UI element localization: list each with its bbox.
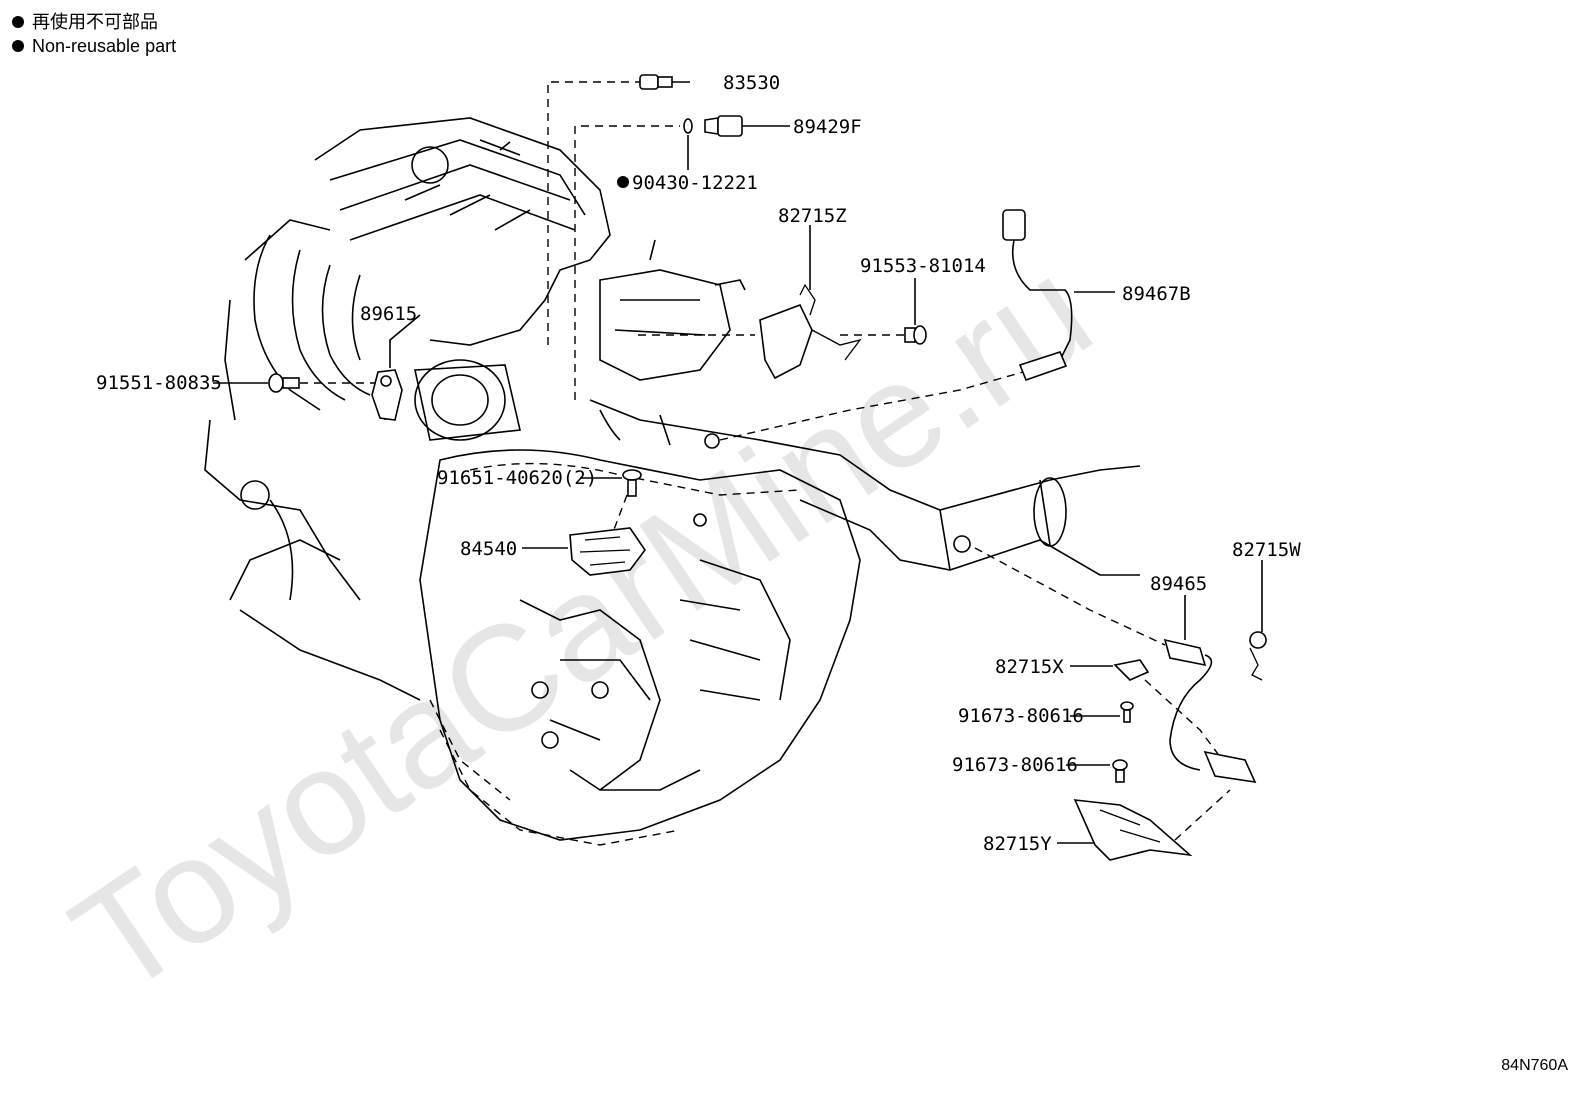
label-91673-80616-lower: 91673-80616 (952, 754, 1078, 776)
legend: 再使用不可部品 Non-reusable part (12, 10, 176, 58)
label-84540: 84540 (460, 538, 517, 560)
label-82715w: 82715W (1232, 539, 1301, 561)
bolt-91651-part[interactable] (580, 469, 642, 497)
legend-row-japanese: 再使用不可部品 (12, 10, 176, 34)
clamp-82715w-part[interactable] (1249, 560, 1267, 681)
label-82715z: 82715Z (778, 205, 847, 227)
label-89429f: 89429F (793, 116, 862, 138)
temperature-sensor-part[interactable] (683, 115, 790, 170)
watermark: ToyotaCarMine.ru (44, 225, 1119, 1026)
bolt-91673-lower-part[interactable] (1066, 759, 1128, 783)
non-reusable-marker-icon (617, 176, 629, 188)
label-83530: 83530 (723, 72, 780, 94)
bolt-91553-part[interactable] (904, 278, 927, 345)
bolt-91551-part[interactable] (213, 373, 300, 393)
oxygen-sensor-part[interactable] (1163, 595, 1257, 784)
label-91673-80616-upper: 91673-80616 (958, 705, 1084, 727)
legend-text-english: Non-reusable part (32, 36, 177, 56)
bracket-82715y-part[interactable] (1057, 799, 1193, 861)
label-91551-80835: 91551-80835 (96, 372, 222, 394)
label-89615: 89615 (360, 303, 417, 325)
legend-text-japanese: 再使用不可部品 (32, 12, 158, 32)
oil-pressure-switch-part[interactable] (639, 74, 690, 90)
non-reusable-dot-icon (12, 16, 24, 28)
label-82715y: 82715Y (983, 833, 1052, 855)
label-82715x: 82715X (995, 656, 1064, 678)
diagram-code: 84N760A (1501, 1057, 1568, 1074)
neutral-start-switch-part[interactable] (522, 527, 646, 576)
label-89467b: 89467B (1122, 283, 1191, 305)
legend-row-english: Non-reusable part (12, 34, 176, 58)
label-90430-12221: 90430-12221 (632, 172, 758, 194)
label-91651-40620: 91651-40620(2) (437, 467, 597, 489)
non-reusable-dot-icon (12, 40, 24, 52)
bracket-82715z-part[interactable] (759, 225, 862, 380)
label-89465: 89465 (1150, 573, 1207, 595)
knock-sensor-part[interactable] (371, 314, 421, 421)
air-fuel-ratio-sensor-part[interactable] (1002, 209, 1115, 382)
bracket-82715x-part[interactable] (1070, 659, 1150, 681)
bolt-91673-upper-part[interactable] (1070, 701, 1134, 723)
label-91553-81014: 91553-81014 (860, 255, 986, 277)
